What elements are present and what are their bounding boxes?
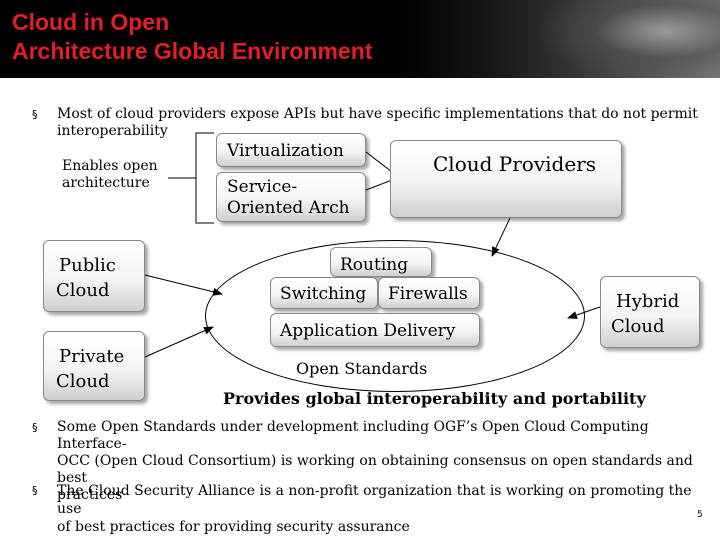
firewalls-box: Firewalls xyxy=(378,277,480,309)
bullet-2-line-1: Some Open Standards under development in… xyxy=(57,419,649,452)
enables-line-2: architecture xyxy=(62,175,150,191)
providers-arrow xyxy=(491,217,511,257)
bullet-icon: § xyxy=(32,484,38,497)
private-arrow xyxy=(144,326,214,358)
bullet-3-line-2: of best practices for providing security… xyxy=(57,519,410,535)
banner-glow xyxy=(540,0,720,78)
application-delivery-label: Application Delivery xyxy=(280,321,456,341)
open-standards-ellipse xyxy=(205,240,585,392)
firewalls-label: Firewalls xyxy=(388,284,468,304)
title-line-1: Cloud in Open xyxy=(12,9,170,35)
public-line-2: Cloud xyxy=(56,280,110,301)
public-cloud-box: Public Cloud xyxy=(43,240,145,312)
routing-label: Routing xyxy=(340,255,409,275)
virtualization-box: Virtualization xyxy=(216,133,366,167)
provides-interoperability-label: Provides global interoperability and por… xyxy=(223,389,646,408)
hybrid-line-2: Cloud xyxy=(611,316,665,337)
virtualization-to-providers xyxy=(365,151,393,173)
virtualization-label: Virtualization xyxy=(227,141,344,161)
bullet-1-text: Most of cloud providers expose APIs but … xyxy=(57,106,707,140)
open-standards-label: Open Standards xyxy=(296,359,428,378)
bullet-3-text: The Cloud Security Alliance is a non-pro… xyxy=(57,482,707,536)
bullet-2-line-2: OCC (Open Cloud Consortium) is working o… xyxy=(57,453,693,486)
public-arrow xyxy=(144,274,223,296)
enables-line-1: Enables open xyxy=(62,158,158,174)
soa-line-1: Service- xyxy=(227,177,298,197)
application-delivery-box: Application Delivery xyxy=(270,313,480,347)
soa-line-2: Oriented Arch xyxy=(227,198,350,218)
switching-label: Switching xyxy=(280,284,367,304)
slide-title: Cloud in Open Architecture Global Enviro… xyxy=(12,8,372,66)
bullet-icon: § xyxy=(32,421,38,434)
bullet-icon: § xyxy=(32,108,38,121)
title-line-2: Architecture Global Environment xyxy=(12,38,373,64)
bullet-1-line-2: interoperability xyxy=(57,123,168,139)
bullet-2-line-3: practices xyxy=(57,487,123,503)
service-oriented-arch-box: Service- Oriented Arch xyxy=(216,172,366,222)
public-line-1: Public xyxy=(59,255,116,276)
switching-box: Switching xyxy=(270,277,378,309)
cloud-providers-box: Cloud Providers xyxy=(390,140,622,218)
private-line-1: Private xyxy=(59,346,125,367)
cloud-providers-label: Cloud Providers xyxy=(433,152,596,176)
soa-to-providers xyxy=(365,179,393,191)
bullet-1-line-1: Most of cloud providers expose APIs but … xyxy=(57,106,698,122)
bullet-2-text: Some Open Standards under development in… xyxy=(57,419,707,504)
private-cloud-box: Private Cloud xyxy=(43,331,145,401)
enables-open-architecture-label: Enables open architecture xyxy=(62,158,158,192)
bullet-3-line-1: The Cloud Security Alliance is a non-pro… xyxy=(57,483,692,517)
routing-box: Routing xyxy=(330,247,432,277)
page-number: 5 xyxy=(697,510,703,520)
hybrid-cloud-box: Hybrid Cloud xyxy=(600,276,700,348)
title-banner: Cloud in Open Architecture Global Enviro… xyxy=(0,0,720,78)
bracket-line xyxy=(195,132,214,224)
hybrid-line-1: Hybrid xyxy=(616,291,680,312)
private-line-2: Cloud xyxy=(56,371,110,392)
